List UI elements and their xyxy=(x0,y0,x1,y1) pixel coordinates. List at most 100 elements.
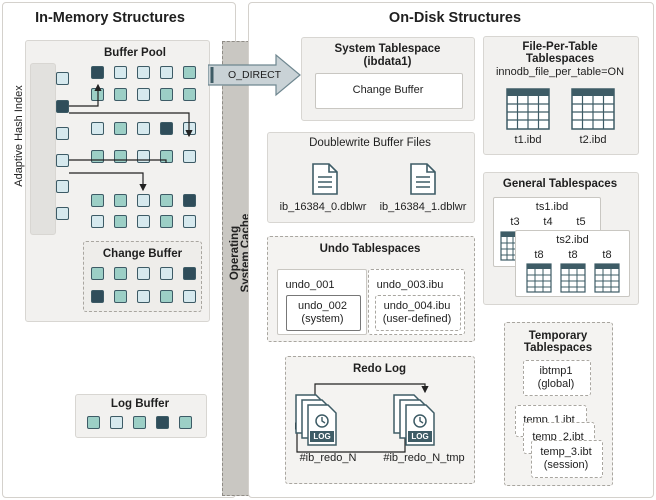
redo-file-1: #ib_redo_N xyxy=(299,452,357,464)
ibtmp1 xyxy=(523,360,591,396)
t8-label: t8 xyxy=(534,249,544,261)
buffer-page xyxy=(137,122,150,135)
buffer-page xyxy=(114,66,127,79)
redo-file-2: #ib_redo_N_tmp xyxy=(383,452,465,464)
t4-label: t4 xyxy=(543,216,553,228)
ibtmp1-label: ibtmp1 xyxy=(539,365,573,377)
change-buffer-page xyxy=(91,267,104,280)
buffer-page xyxy=(137,66,150,79)
buffer-page xyxy=(91,66,104,79)
temp-3-ibt xyxy=(531,440,603,478)
ahi-page xyxy=(56,180,69,193)
t5-label: t5 xyxy=(576,216,586,228)
ts2-ibd-label: ts2.ibd xyxy=(556,234,589,246)
change-buffer-page xyxy=(137,267,150,280)
system-tablespace-title: System Tablespace xyxy=(334,43,441,55)
t3-label: t3 xyxy=(510,216,520,228)
buffer-pool-title: Buffer Pool xyxy=(104,47,166,59)
ahi-page xyxy=(56,154,69,167)
t8-label: t8 xyxy=(602,249,612,261)
ts1-ibd-label: ts1.ibd xyxy=(535,201,569,213)
log-buffer-page xyxy=(133,416,146,429)
adaptive-hash-index xyxy=(30,63,56,235)
buffer-page xyxy=(114,122,127,135)
undo-004 xyxy=(375,295,461,331)
log-buffer-page xyxy=(179,416,192,429)
undo-002-label: undo_002 xyxy=(298,300,347,312)
table-icon xyxy=(560,263,586,293)
buffer-page xyxy=(137,194,150,207)
buffer-page xyxy=(160,88,173,101)
log-icon-text: LOG xyxy=(411,432,429,441)
buffer-page xyxy=(183,66,196,79)
system-tablespace-file: (ibdata1) xyxy=(363,56,412,68)
general-tablespaces-title: General Tablespaces xyxy=(502,178,618,190)
change-buffer-page xyxy=(137,290,150,303)
buffer-page xyxy=(160,194,173,207)
undo-002 xyxy=(286,295,361,331)
redo-log-title: Redo Log xyxy=(352,363,407,375)
dblwr-file-2: ib_16384_1.dblwr xyxy=(379,201,467,213)
doublewrite-buffer-files xyxy=(267,132,475,223)
buffer-page xyxy=(91,194,104,207)
ahi-pointer-arrows xyxy=(69,83,193,192)
buffer-page xyxy=(160,66,173,79)
table-icon xyxy=(500,231,520,261)
system-change-buffer xyxy=(315,73,463,109)
log-buffer-page xyxy=(110,416,123,429)
change-buffer-page xyxy=(114,290,127,303)
temp-3-sub: (session) xyxy=(543,459,589,471)
buffer-page xyxy=(114,194,127,207)
file-per-table-title: File-Per-Table xyxy=(522,41,598,53)
buffer-page xyxy=(91,215,104,228)
buffer-page xyxy=(114,215,127,228)
change-buffer-page xyxy=(114,267,127,280)
undo-003-label: undo_003.ibu xyxy=(376,279,444,291)
buffer-page xyxy=(160,122,173,135)
t8-label: t8 xyxy=(568,249,578,261)
buffer-page xyxy=(160,215,173,228)
buffer-page xyxy=(91,122,104,135)
undo-002-sub: (system) xyxy=(301,313,344,325)
buffer-page xyxy=(183,88,196,101)
ahi-page xyxy=(56,207,69,220)
change-buffer-page xyxy=(183,290,196,303)
buffer-page xyxy=(114,88,127,101)
on-disk-header: On-Disk Structures xyxy=(388,10,522,26)
file-per-table-setting: innodb_file_per_table=ON xyxy=(495,66,625,78)
table-icon xyxy=(594,263,620,293)
document-icon xyxy=(312,163,338,195)
undo-tablespaces-title: Undo Tablespaces xyxy=(319,243,421,255)
buffer-page xyxy=(137,215,150,228)
file-per-table-title-2: Tablespaces xyxy=(525,53,595,65)
table-icon xyxy=(526,263,552,293)
doublewrite-title: Doublewrite Buffer Files xyxy=(309,137,431,149)
ahi-page xyxy=(56,72,69,85)
undo-001-label: undo_001 xyxy=(285,279,335,291)
ibtmp1-sub: (global) xyxy=(537,378,575,390)
undo-004-sub: (user-defined) xyxy=(382,313,452,325)
log-buffer-title: Log Buffer xyxy=(110,398,170,410)
t2-ibd-label: t2.ibd xyxy=(579,134,607,146)
buffer-page xyxy=(183,194,196,207)
log-buffer-page xyxy=(156,416,169,429)
log-icon-text: LOG xyxy=(313,432,331,441)
change-buffer-page xyxy=(160,290,173,303)
document-icon xyxy=(410,163,436,195)
undo-004-label: undo_004.ibu xyxy=(383,300,451,312)
buffer-page xyxy=(137,88,150,101)
o-direct-arrow xyxy=(208,53,301,97)
t1-ibd-label: t1.ibd xyxy=(514,134,542,146)
table-icon xyxy=(571,88,615,130)
temporary-title: Temporary xyxy=(528,330,588,342)
ahi-page xyxy=(56,100,69,113)
log-buffer-page xyxy=(87,416,100,429)
change-buffer-page xyxy=(183,267,196,280)
buffer-page xyxy=(183,215,196,228)
dblwr-file-1: ib_16384_0.dblwr xyxy=(279,201,367,213)
change-buffer-page xyxy=(91,290,104,303)
temp-3-label: temp_3.ibt xyxy=(540,446,592,458)
log-file-icon xyxy=(393,394,435,446)
temporary-title-2: Tablespaces xyxy=(523,342,593,354)
in-memory-header: In-Memory Structures xyxy=(35,10,185,26)
